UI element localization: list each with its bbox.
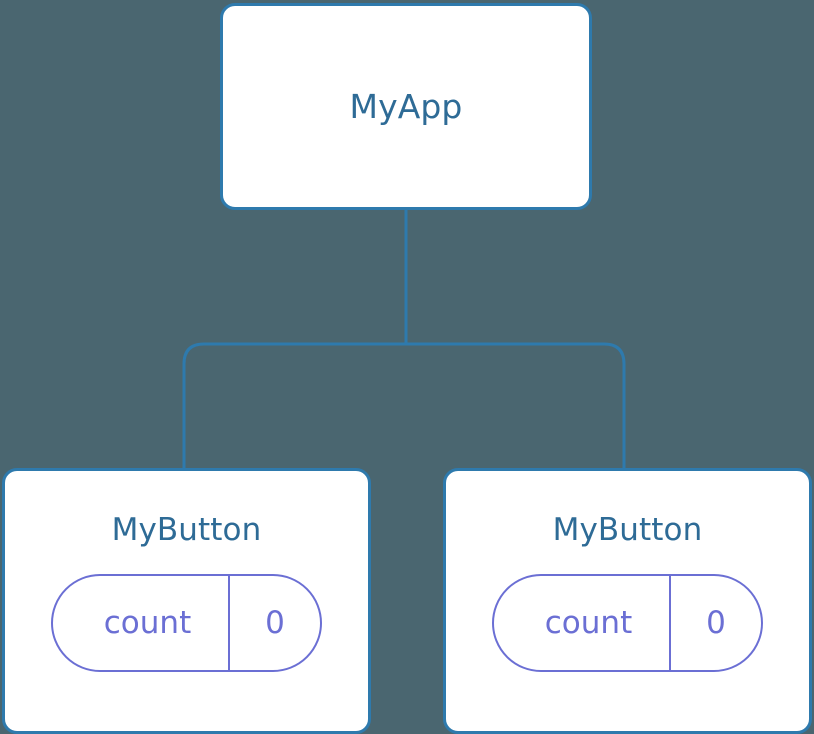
node-title: MyApp (349, 87, 463, 126)
state-key: count (544, 604, 633, 641)
state-badge[interactable]: count 0 (492, 574, 763, 672)
state-badge[interactable]: count 0 (51, 574, 322, 672)
state-value: 0 (669, 576, 761, 670)
node-title: MyButton (111, 512, 262, 548)
state-key: count (103, 604, 192, 641)
node-title: MyButton (552, 512, 703, 548)
node-mybutton-1[interactable]: MyButton count 0 (2, 468, 371, 734)
node-mybutton-2[interactable]: MyButton count 0 (443, 468, 812, 734)
edge-bus-to-child-right (406, 344, 624, 470)
node-myapp[interactable]: MyApp (220, 3, 592, 210)
edge-bus-to-child-left (184, 344, 406, 470)
state-value: 0 (228, 576, 320, 670)
